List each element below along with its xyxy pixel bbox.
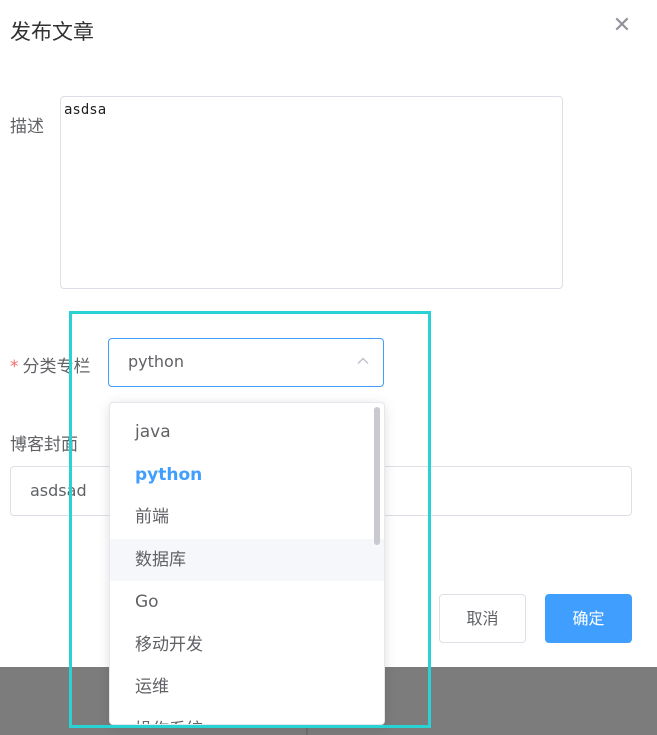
confirm-button[interactable]: 确定 xyxy=(545,594,632,643)
category-label: 分类专栏 xyxy=(22,357,91,377)
category-select[interactable]: python xyxy=(108,338,384,387)
cancel-button[interactable]: 取消 xyxy=(439,594,526,643)
option-java[interactable]: java xyxy=(135,422,171,442)
option-os[interactable]: 操作系统 xyxy=(110,709,384,725)
cover-input-value: asdsad xyxy=(30,481,87,500)
category-dropdown: java python 前端 数据库 Go 移动开发 运维 操作系统 xyxy=(109,402,385,725)
option-database[interactable]: 数据库 xyxy=(110,538,384,581)
option-mobile[interactable]: 移动开发 xyxy=(135,634,203,655)
dropdown-scrollbar[interactable] xyxy=(374,407,380,545)
option-python[interactable]: python xyxy=(135,464,203,485)
dialog-title: 发布文章 xyxy=(10,20,94,44)
chevron-up-icon xyxy=(357,357,369,365)
required-mark: * xyxy=(10,357,19,377)
category-select-value: python xyxy=(128,352,184,371)
close-icon[interactable]: ✕ xyxy=(612,13,632,38)
option-ops[interactable]: 运维 xyxy=(135,677,169,697)
option-frontend[interactable]: 前端 xyxy=(135,507,169,527)
dropdown-list: java python 前端 数据库 Go 移动开发 运维 操作系统 xyxy=(110,411,384,725)
description-label: 描述 xyxy=(10,117,44,137)
option-go[interactable]: Go xyxy=(135,592,159,612)
category-label-row: *分类专栏 xyxy=(10,352,91,377)
cover-label: 博客封面 xyxy=(10,435,78,455)
description-textarea[interactable]: asdsa xyxy=(60,96,563,289)
